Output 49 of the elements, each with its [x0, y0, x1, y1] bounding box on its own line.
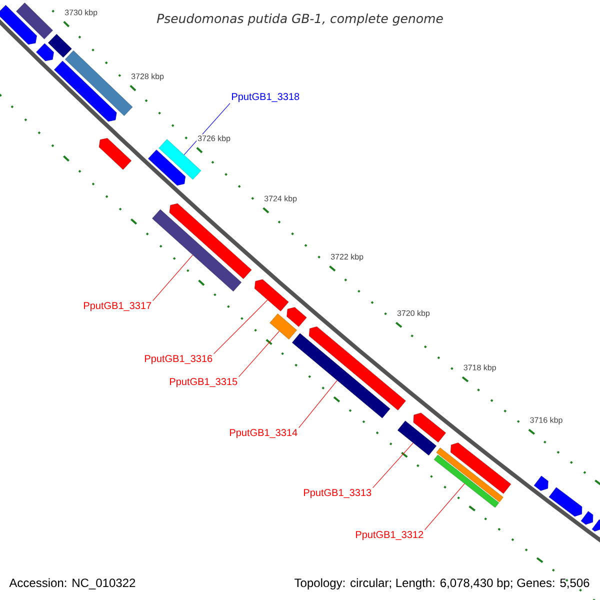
- gene-glyph: [548, 487, 582, 517]
- gene-bar: [16, 2, 53, 40]
- scale-label: 3718 kbp: [462, 364, 498, 373]
- gene-label: PputGB1_3318: [232, 93, 300, 102]
- gene-glyph: [534, 476, 548, 491]
- gene-bar: [436, 448, 504, 502]
- scale-label: 3728 kbp: [130, 72, 166, 82]
- leader-line: [213, 300, 268, 354]
- gene-label: PputGB1_3313: [304, 489, 372, 498]
- gene-label: PputGB1_3316: [145, 355, 212, 364]
- scale-label: 3726 kbp: [196, 134, 232, 144]
- gene-bar: [292, 333, 390, 418]
- scale-label: 3724 kbp: [263, 194, 298, 204]
- gene-bar: [434, 454, 500, 508]
- gene-label: PputGB1_3315: [170, 378, 238, 388]
- leader-line: [372, 442, 414, 488]
- gene-glyph: [450, 442, 512, 494]
- leader-line: [298, 380, 338, 428]
- gene-glyph: [148, 150, 186, 186]
- footer-text: Accession: NC_010322: [9, 578, 136, 590]
- leader-line: [184, 102, 230, 156]
- gene-label: PputGB1_3312: [356, 531, 424, 540]
- gene-bar: [48, 34, 72, 58]
- leader-line: [152, 254, 193, 302]
- gene-label: PputGB1_3314: [230, 429, 298, 438]
- gene-glyph: [286, 307, 307, 327]
- gene-glyph: [98, 138, 132, 170]
- gene-bar: [270, 314, 297, 340]
- gene-glyph: [0, 5, 37, 45]
- gene-bar: [64, 50, 133, 116]
- scale-label: 3720 kbp: [396, 309, 431, 319]
- gene-glyph: [54, 60, 117, 122]
- title: Pseudomonas putida GB-1, complete genome: [156, 14, 443, 26]
- gene-bar: [398, 420, 436, 456]
- leader-line: [238, 330, 280, 378]
- gene-glyph: [254, 279, 289, 312]
- scale-label: 3716 kbp: [528, 416, 564, 426]
- gene-glyph: [413, 412, 446, 442]
- scale-label: 3730 kbp: [64, 8, 99, 18]
- leader-line: [424, 483, 465, 530]
- gene-label: PputGB1_3317: [84, 302, 152, 312]
- gene-glyph: [592, 519, 600, 532]
- gene-glyph: [308, 326, 406, 410]
- scale-label: 3722 kbp: [330, 252, 365, 262]
- gene-glyph: [580, 511, 594, 525]
- gene-glyph: [36, 43, 54, 62]
- gene-glyph: [169, 203, 252, 279]
- gene-bar: [152, 209, 242, 292]
- footer-text: Topology: circular; Length: 6,078,430 bp; Genes: 5,506: [294, 578, 590, 590]
